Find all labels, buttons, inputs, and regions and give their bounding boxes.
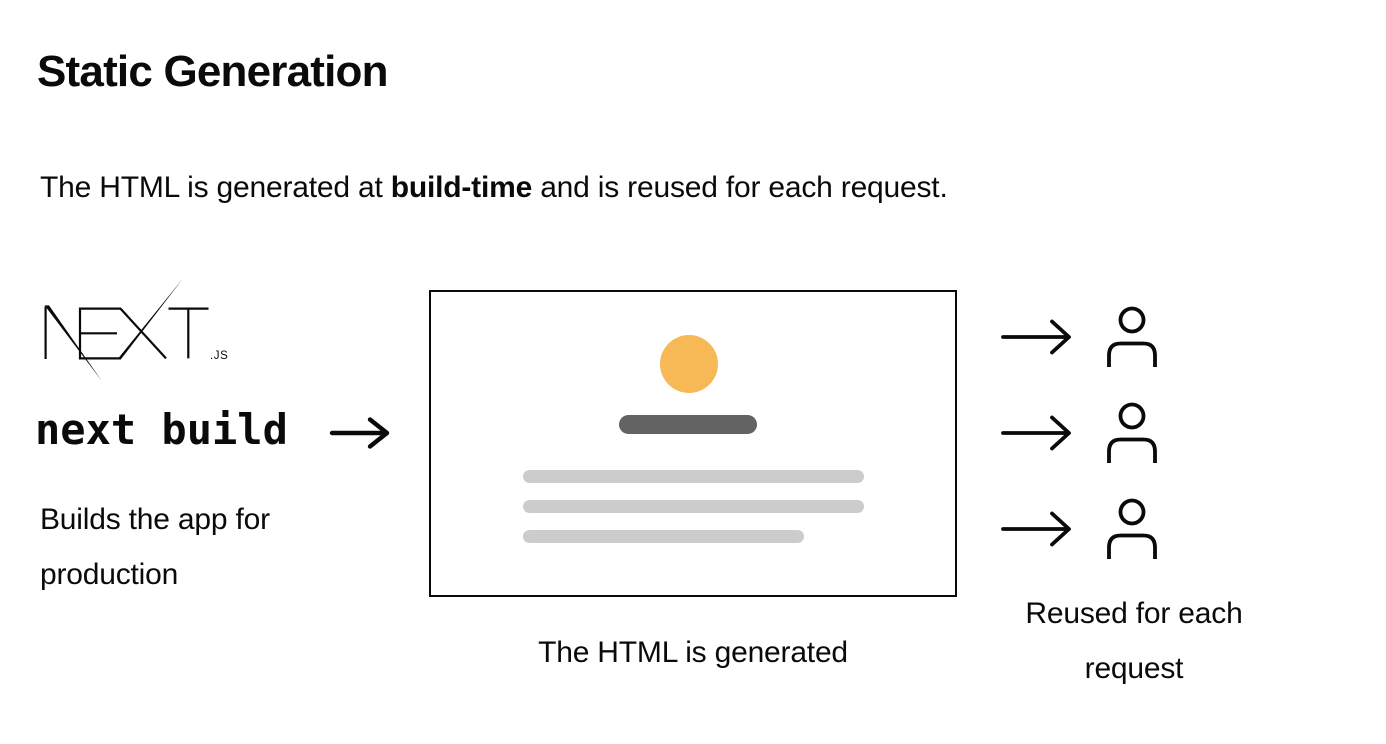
subtitle: The HTML is generated at build-time and … [40, 168, 948, 208]
image-placeholder-circle [660, 335, 718, 393]
request-row [1001, 497, 1158, 560]
html-generated-caption: The HTML is generated [538, 636, 848, 669]
text-line-placeholder [523, 470, 864, 483]
page-title: Static Generation [37, 47, 389, 96]
logo-js-suffix: .JS [210, 350, 228, 362]
text-line-placeholder [523, 530, 804, 543]
html-page-mock [429, 290, 957, 597]
user-icon [1107, 306, 1157, 367]
subtitle-pre: The HTML is generated at [40, 171, 391, 204]
nextjs-logo-icon: .JS [44, 277, 228, 382]
request-arrow-icon [1001, 511, 1071, 546]
heading-placeholder-bar [619, 415, 757, 434]
request-row [1001, 305, 1158, 368]
build-caption: Builds the app for production [40, 503, 270, 591]
text-line-placeholder [523, 500, 864, 513]
user-icon [1107, 402, 1157, 463]
subtitle-post: and is reused for each request. [532, 171, 948, 204]
request-arrow-icon [1001, 415, 1071, 450]
request-arrow-icon [1001, 319, 1071, 354]
user-icon [1107, 498, 1157, 559]
reused-caption: Reused for each request [1025, 597, 1243, 685]
build-time-emphasis: build-time [390, 171, 533, 204]
next-build-command: next build [35, 405, 288, 454]
build-arrow-icon [329, 417, 390, 449]
request-row [1001, 401, 1158, 464]
